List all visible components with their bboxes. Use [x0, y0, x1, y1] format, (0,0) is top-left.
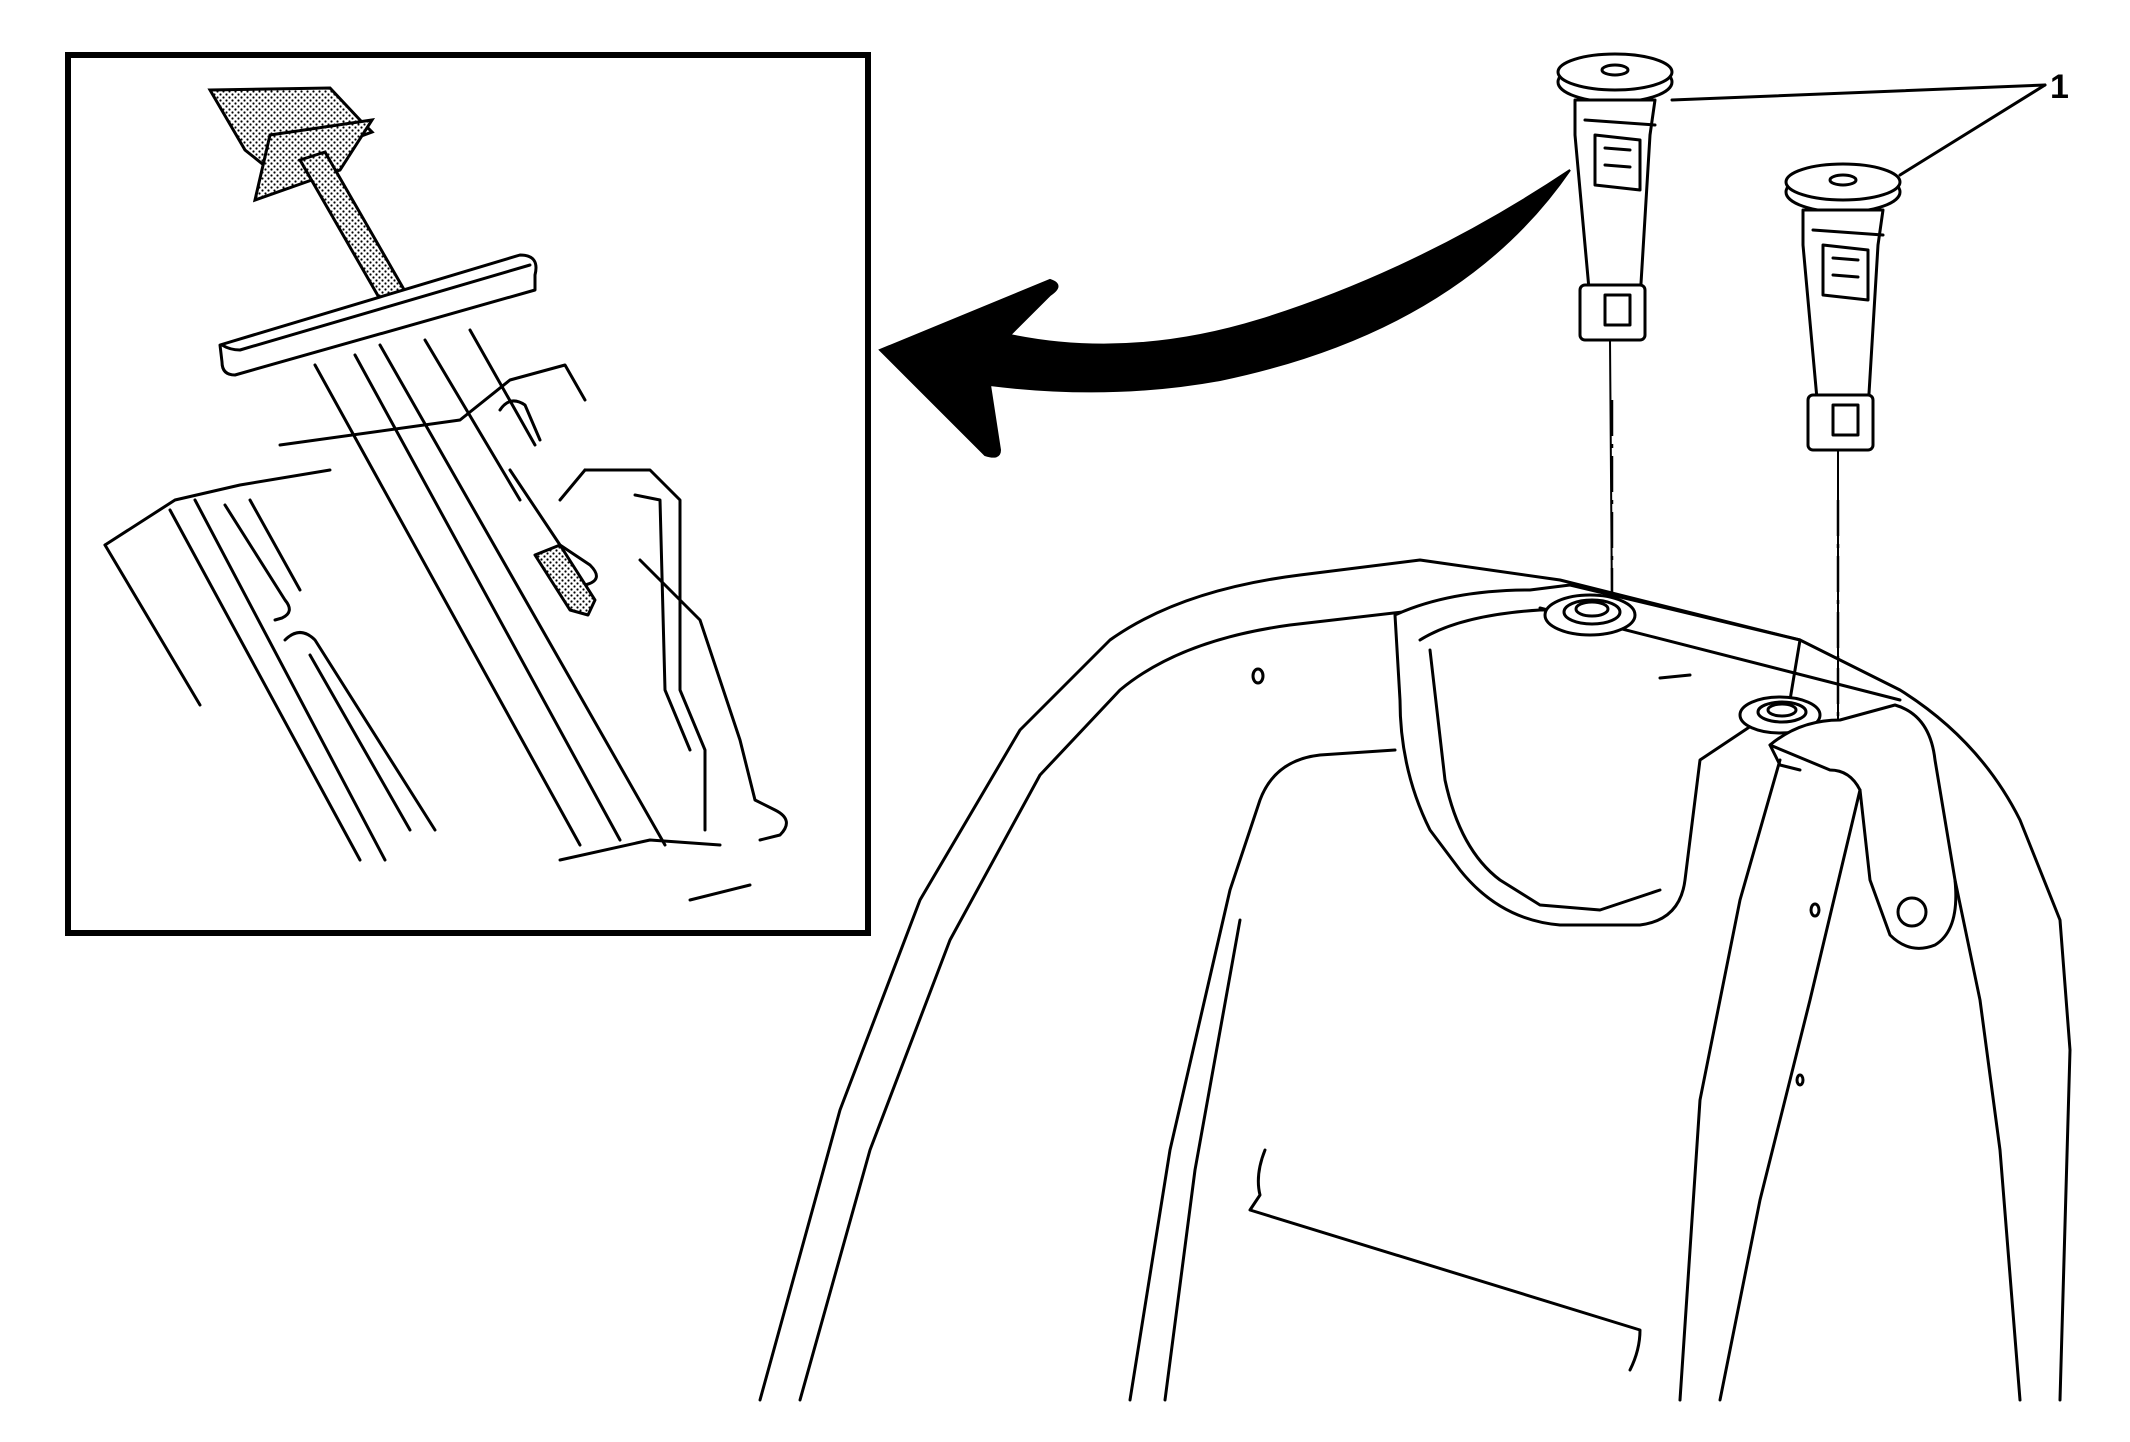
- screwdriver-icon: [207, 86, 413, 310]
- detail-inset: [65, 52, 871, 936]
- push-pin-head: [218, 253, 538, 377]
- guide-clip-right: [1784, 162, 1902, 721]
- push-pin-shaft: [313, 328, 667, 847]
- clip-body: [103, 363, 788, 902]
- guide-clip-left: [1556, 52, 1674, 611]
- seat-back: [758, 558, 2072, 1402]
- headrest-guide-clips: [1556, 52, 1902, 721]
- callout-1-label: 1: [2050, 68, 2069, 106]
- callout-1: 1: [1670, 68, 2069, 177]
- direction-arrow-icon: [878, 169, 1571, 458]
- seat-back-hole-right: [1738, 695, 1822, 735]
- seat-back-hole-left: [1543, 593, 1637, 637]
- detail-frame: [65, 52, 871, 936]
